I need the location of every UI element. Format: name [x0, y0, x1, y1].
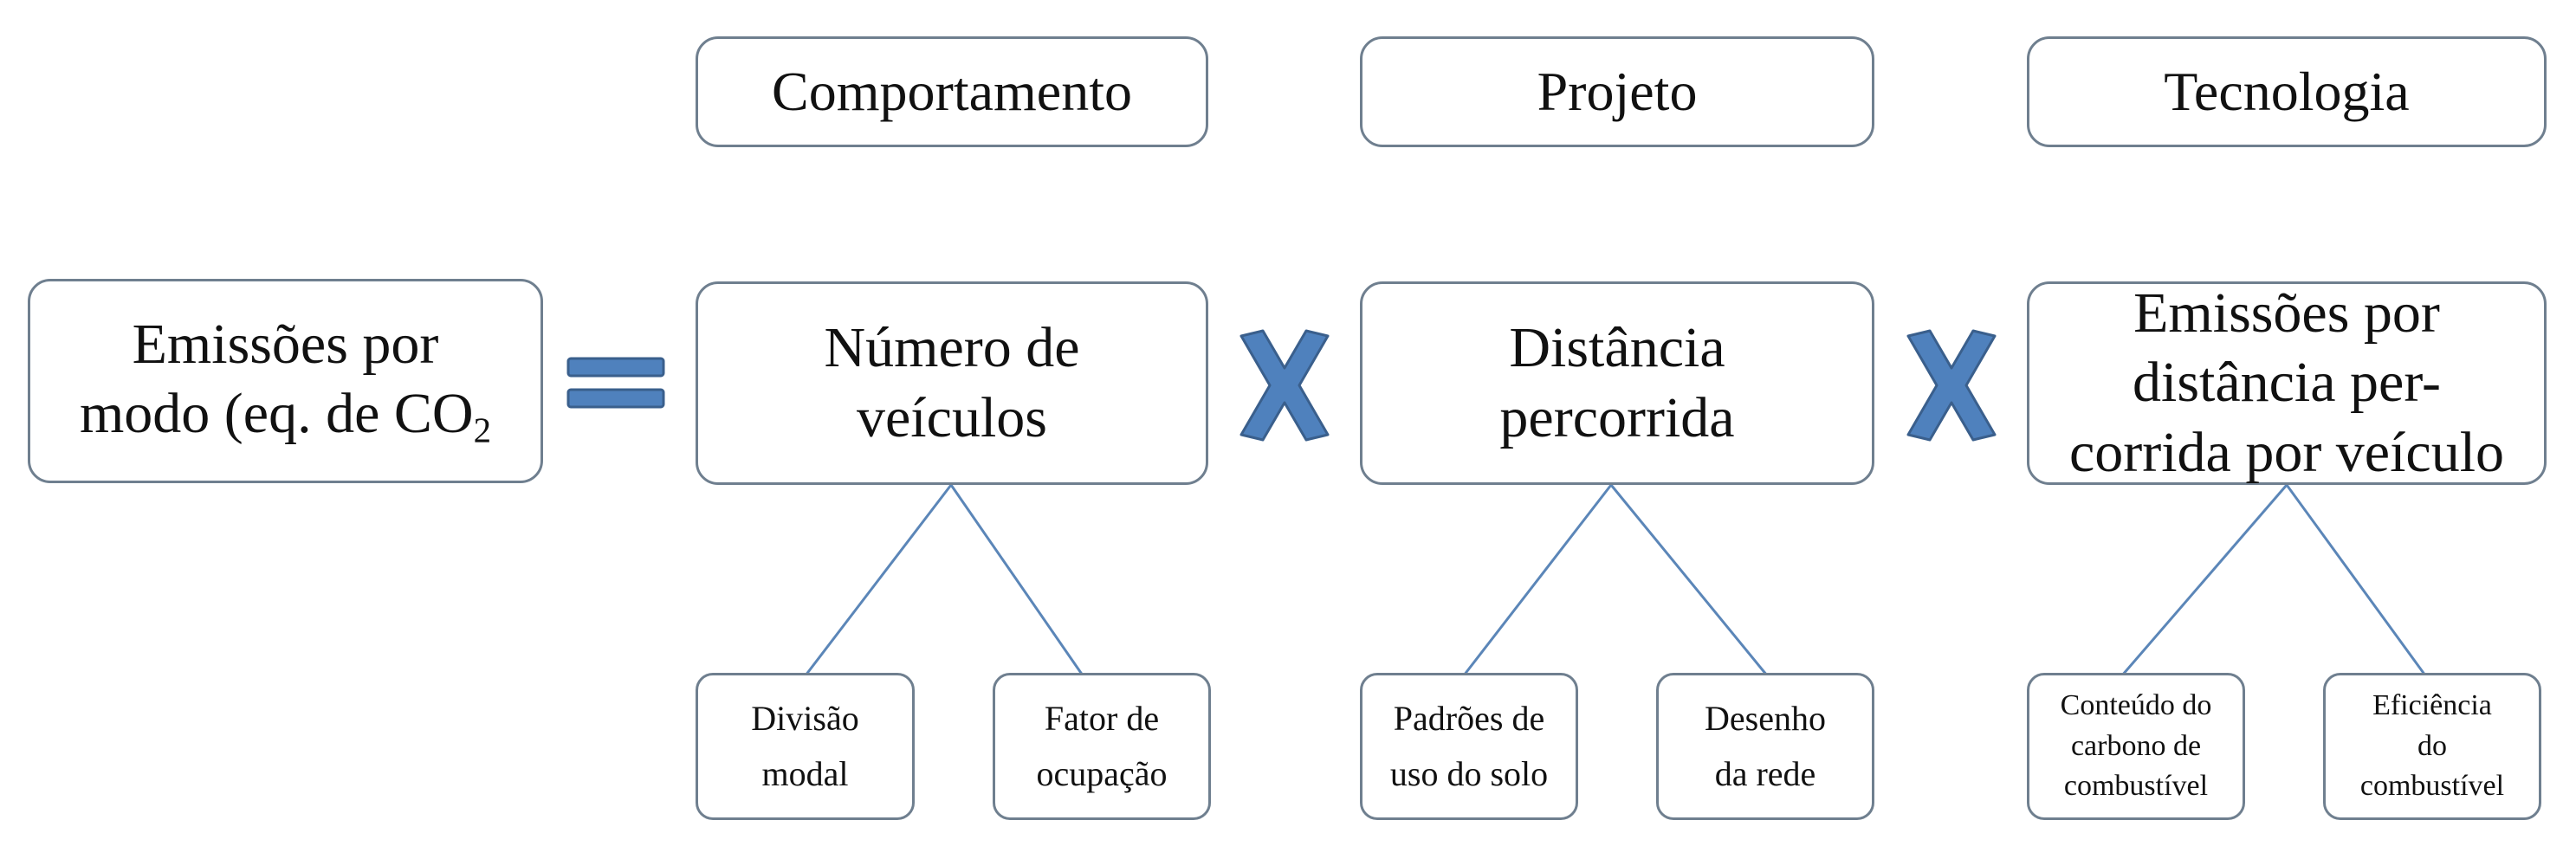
number-of-vehicles-line1: Número de — [824, 315, 1080, 379]
emissions-by-mode-box: Emissões por modo (eq. de CO2 — [28, 279, 543, 483]
connector-vehicles-modal-split — [804, 484, 953, 676]
connector-vehicles-occupancy — [949, 484, 1084, 676]
factor-land-use-line2: uso do solo — [1389, 754, 1549, 793]
factor-modal-split-line2: modal — [761, 754, 849, 793]
factor-network-line2: da rede — [1714, 754, 1816, 793]
factor-occupancy-line1: Fator de — [1044, 699, 1160, 738]
factor-modal-split: Divisão modal — [696, 673, 915, 820]
factor-carbon-content-line3: combustível — [2063, 770, 2209, 803]
co2-subscript: 2 — [473, 410, 492, 450]
connector-distance-land-use — [1462, 484, 1613, 676]
category-technology: Tecnologia — [2027, 36, 2547, 147]
distance-travelled-line1: Distância — [1509, 315, 1725, 379]
emissions-by-mode-line2: modo (eq. de CO2 — [79, 382, 492, 450]
factor-network-line1: Desenho — [1705, 699, 1826, 738]
distance-travelled-box: Distância percorrida — [1360, 281, 1874, 485]
category-technology-label: Tecnologia — [2164, 61, 2410, 122]
emissions-per-distance-line2: distância per- — [2132, 351, 2441, 415]
emissions-per-distance-line1: Emissões por — [2133, 281, 2440, 345]
emissions-by-mode-line1: Emissões por — [132, 312, 439, 376]
factor-land-use-line1: Padrões de — [1393, 699, 1545, 738]
factor-modal-split-line1: Divisão — [751, 699, 859, 738]
category-behavior: Comportamento — [696, 36, 1208, 147]
factor-network: Desenho da rede — [1656, 673, 1874, 820]
number-of-vehicles-box: Número de veículos — [696, 281, 1208, 485]
multiply-operator-1 — [1239, 329, 1330, 442]
connector-distance-network — [1609, 484, 1769, 676]
factor-fuel-efficiency-line3: combustível — [2359, 770, 2505, 803]
connector-emissions-carbon-content — [2120, 484, 2288, 676]
factor-carbon-content-line2: carbono de — [2070, 729, 2202, 762]
factor-land-use: Padrões de uso do solo — [1360, 673, 1578, 820]
factor-occupancy: Fator de ocupação — [993, 673, 1211, 820]
equals-operator — [566, 357, 665, 409]
distance-travelled-line2: percorrida — [1499, 385, 1735, 449]
connector-emissions-fuel-efficiency — [2285, 484, 2427, 676]
factor-fuel-efficiency: Eficiência do combustível — [2323, 673, 2541, 820]
emissions-per-distance-line3: corrida por veículo — [2068, 420, 2505, 484]
factor-fuel-efficiency-line1: Eficiência — [2372, 688, 2492, 721]
factor-occupancy-line2: ocupação — [1036, 754, 1168, 793]
emissions-per-distance-box: Emissões por distância per- corrida por … — [2027, 281, 2547, 485]
category-design-label: Projeto — [1537, 61, 1698, 122]
factor-carbon-content: Conteúdo do carbono de combustível — [2027, 673, 2245, 820]
number-of-vehicles-line2: veículos — [857, 385, 1047, 449]
multiply-operator-2 — [1906, 329, 1997, 442]
factor-fuel-efficiency-line2: do — [2417, 729, 2447, 762]
category-behavior-label: Comportamento — [772, 61, 1132, 122]
category-design: Projeto — [1360, 36, 1874, 147]
factor-carbon-content-line1: Conteúdo do — [2060, 688, 2212, 721]
